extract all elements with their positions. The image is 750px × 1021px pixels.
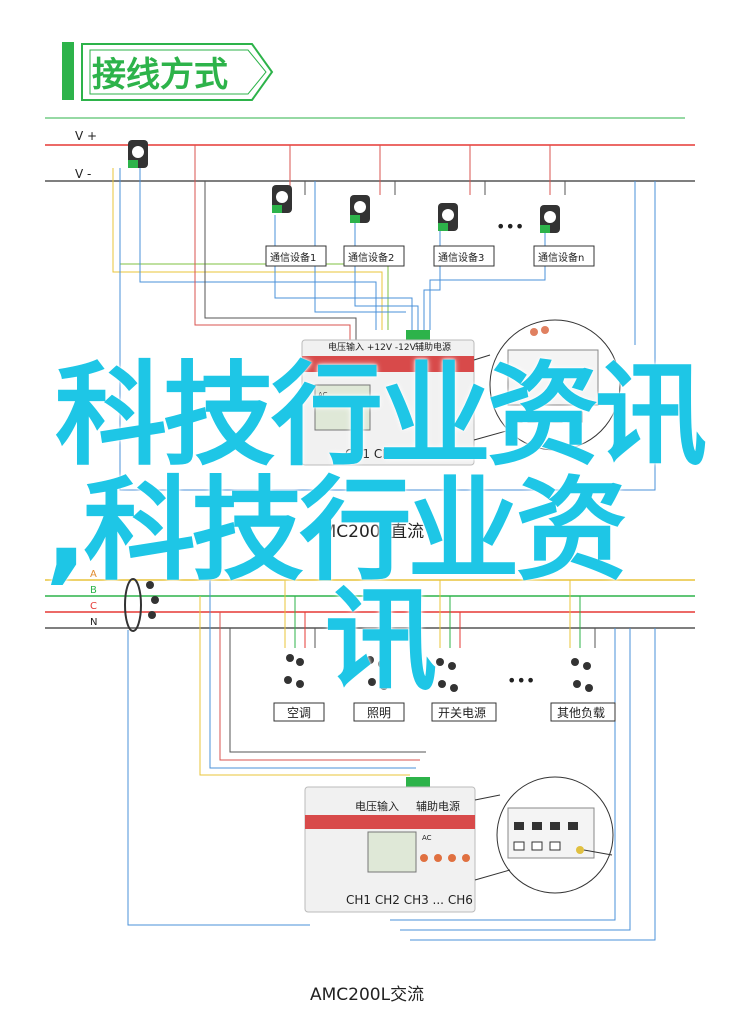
rail-label-c: C (90, 601, 97, 612)
device-box-1 (265, 245, 327, 267)
ac-ellipsis: ••• (507, 671, 535, 690)
device-label-1: 通信设备1 (270, 251, 316, 264)
ac-meter-power: 电压输入 (355, 799, 399, 813)
load-label-2: 照明 (367, 706, 391, 720)
load-box-4 (550, 702, 616, 722)
ac-meter-channels: CH1 CH2 CH3 ... CH6 (346, 893, 473, 907)
dc-meter-channels: CH1 CH2 CH3 ... CH6 (345, 447, 472, 461)
sensor-main (128, 140, 148, 168)
ac-meter: 电压输入 辅助电源 AC CH1 CH2 CH3 ... CH6 (304, 777, 476, 913)
sensor-device-n (540, 205, 560, 233)
ac-magnifier (496, 776, 614, 894)
header-inner-frame (89, 49, 267, 95)
dc-caption: AMC200L直流 (310, 522, 424, 542)
header-title: 接线方式 (92, 55, 228, 95)
load-box-3 (431, 702, 497, 722)
sensor-device-3 (438, 203, 458, 231)
dc-section: V + V - (45, 129, 695, 542)
ac-section: A B C N (45, 569, 695, 1005)
dc-magnifier (489, 319, 621, 451)
device-box-n (533, 245, 595, 267)
rail-label-a: A (90, 569, 97, 580)
dc-meter-power: 电压输入 +12V -12V (328, 341, 417, 353)
rail-label-n: N (90, 617, 97, 628)
device-label-2: 通信设备2 (348, 251, 394, 264)
rail-label-vminus: V - (75, 167, 91, 181)
rail-label-b: B (90, 585, 97, 596)
dc-meter: 电压输入 +12V -12V 辅助电源 AC CH1 CH2 CH3 ... C… (301, 330, 475, 466)
ac-sensor-main (124, 578, 159, 632)
ac-meter-aux: 辅助电源 (416, 799, 460, 813)
sensor-device-1 (272, 185, 292, 213)
device-box-2 (343, 245, 405, 267)
ac-sensor-1 (284, 654, 304, 688)
ac-sensor-2 (366, 656, 388, 690)
device-label-n: 通信设备n (538, 251, 584, 264)
dc-meter-panel-code: AC (318, 391, 328, 399)
section-header: 接线方式 (62, 42, 274, 101)
load-box-2 (353, 702, 405, 722)
header-accent-bar (62, 42, 74, 100)
load-box-1 (273, 702, 325, 722)
device-box-3 (433, 245, 495, 267)
load-label-4: 其他负载 (557, 706, 605, 720)
device-label-3: 通信设备3 (438, 251, 484, 264)
ac-caption: AMC200L交流 (310, 985, 424, 1005)
ac-meter-panel-code: AC (422, 834, 432, 842)
load-label-1: 空调 (287, 706, 311, 720)
rail-label-vplus: V + (75, 129, 97, 143)
sensor-device-2 (350, 195, 370, 223)
header-frame (81, 43, 274, 101)
dc-ellipsis: ••• (496, 217, 524, 236)
ac-sensor-4 (571, 658, 593, 692)
load-label-3: 开关电源 (438, 706, 486, 720)
dc-meter-aux: 辅助电源 (415, 341, 451, 353)
ac-sensor-3 (436, 658, 458, 692)
